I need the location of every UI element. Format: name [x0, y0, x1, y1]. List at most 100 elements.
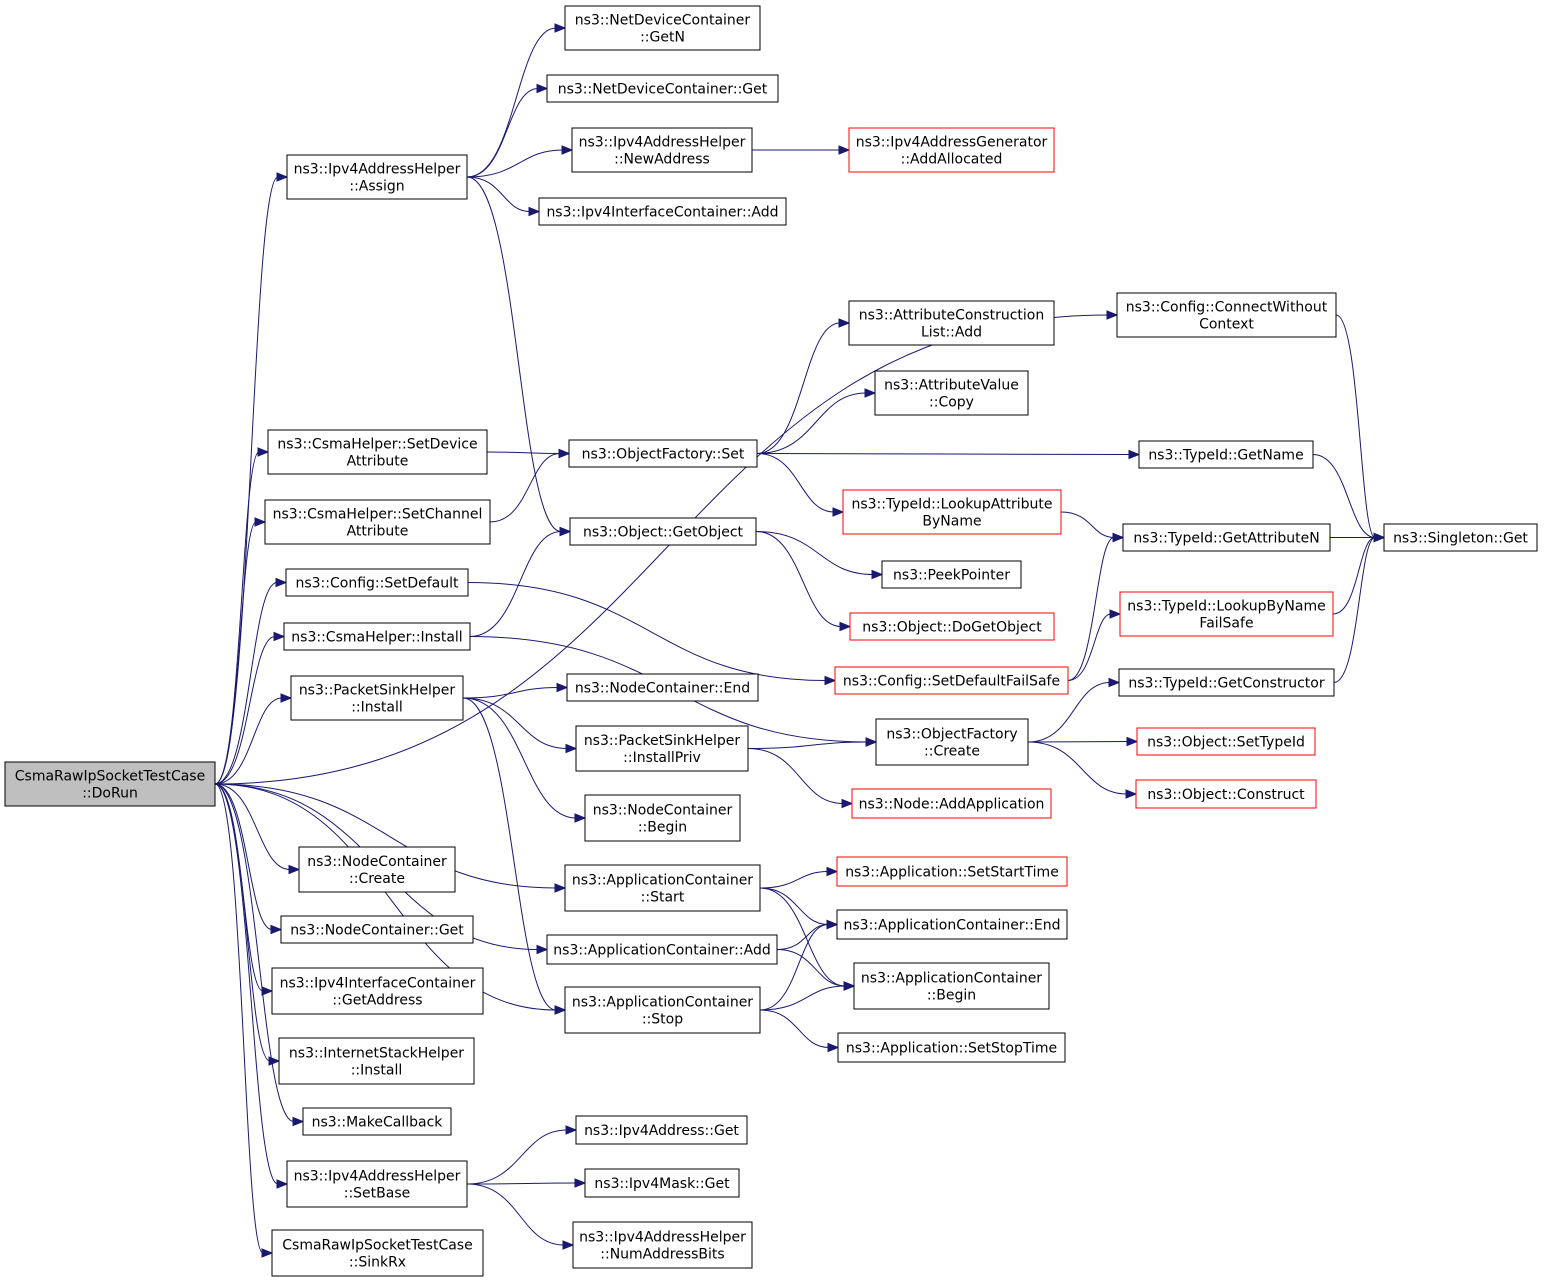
- node-typeid_getctor[interactable]: ns3::TypeId::GetConstructor: [1118, 668, 1335, 697]
- node-box: [584, 794, 741, 842]
- node-box: [298, 846, 456, 893]
- node-label: ns3::NetDeviceContainer::Get: [558, 82, 768, 98]
- node-node_addapp[interactable]: ns3::Node::AddApplication: [851, 788, 1052, 819]
- node-nc_get[interactable]: ns3::NodeContainer::Get: [280, 915, 474, 944]
- node-object_getobject[interactable]: ns3::Object::GetObject: [569, 517, 757, 546]
- node-label: ::Install: [351, 700, 403, 716]
- node-ipv4ic_add[interactable]: ns3::Ipv4InterfaceContainer::Add: [538, 197, 787, 226]
- edge-appc_start-to-appc_end: [759, 887, 839, 930]
- node-ndc_get[interactable]: ns3::NetDeviceContainer::Get: [546, 74, 779, 103]
- node-nc_end[interactable]: ns3::NodeContainer::End: [566, 673, 759, 702]
- node-ipv4ag_addalloc[interactable]: ns3::Ipv4AddressGenerator::AddAllocated: [848, 127, 1055, 173]
- edge-root-to-csma_install: [214, 631, 286, 785]
- node-appc_begin[interactable]: ns3::ApplicationContainer::Begin: [853, 962, 1050, 1010]
- node-nc_create[interactable]: ns3::NodeContainer::Create: [298, 846, 456, 893]
- node-root[interactable]: CsmaRawIpSocketTestCase::DoRun: [4, 761, 216, 807]
- node-objfac_set[interactable]: ns3::ObjectFactory::Set: [568, 439, 758, 468]
- node-box: [1135, 779, 1317, 809]
- edge-appc_add-to-appc_begin: [776, 949, 856, 991]
- node-box: [836, 909, 1068, 940]
- node-label: ::Start: [641, 890, 685, 906]
- node-objfac_create[interactable]: ns3::ObjectFactory::Create: [875, 718, 1029, 766]
- edge-cfg_setdefaultfs-to-typeid_lookupbyname: [1067, 609, 1122, 681]
- node-label: ns3::ApplicationContainer::Add: [553, 943, 770, 959]
- node-label: ns3::Config::ConnectWithout: [1126, 300, 1328, 316]
- node-sinkrx[interactable]: CsmaRawIpSocketTestCase::SinkRx: [271, 1229, 484, 1277]
- node-peekpointer[interactable]: ns3::PeekPointer: [881, 560, 1022, 589]
- edge-objfac_create-to-object_settypeid: [1027, 736, 1139, 747]
- node-ipv4addr_get[interactable]: ns3::Ipv4Address::Get: [575, 1115, 748, 1145]
- node-ndc_getn[interactable]: ns3::NetDeviceContainer::GetN: [564, 5, 761, 51]
- node-box: [271, 967, 484, 1015]
- node-label: ns3::CsmaHelper::Install: [291, 630, 462, 646]
- node-label: ns3::MakeCallback: [312, 1115, 444, 1131]
- node-appc_end[interactable]: ns3::ApplicationContainer::End: [836, 909, 1068, 940]
- node-cfg_setdefault[interactable]: ns3::Config::SetDefault: [285, 568, 469, 597]
- edge-psh_install-to-nc_begin: [462, 697, 587, 823]
- node-label: ::Create: [349, 871, 405, 887]
- edge-appc_stop-to-appc_begin: [759, 981, 856, 1011]
- node-box: [564, 5, 761, 51]
- node-appc_start[interactable]: ns3::ApplicationContainer::Start: [564, 864, 761, 912]
- edge-objfac_create-to-object_construct: [1027, 741, 1138, 799]
- node-box: [283, 622, 471, 651]
- node-makecallback[interactable]: ns3::MakeCallback: [302, 1107, 452, 1136]
- node-box: [568, 439, 758, 468]
- node-csma_install[interactable]: ns3::CsmaHelper::Install: [283, 622, 471, 651]
- node-object_construct[interactable]: ns3::Object::Construct: [1135, 779, 1317, 809]
- edge-appc_start-to-app_setstart: [759, 866, 839, 889]
- node-label: ns3::Application::SetStartTime: [845, 865, 1059, 881]
- edge-objfac_set-to-typeid_getname: [756, 449, 1141, 460]
- node-label: ns3::Singleton::Get: [1393, 531, 1528, 547]
- node-box: [1136, 727, 1316, 756]
- node-layer: CsmaRawIpSocketTestCase::DoRunns3::Ipv4A…: [4, 5, 1538, 1277]
- node-object_settypeid[interactable]: ns3::Object::SetTypeId: [1136, 727, 1316, 756]
- node-label: ns3::NetDeviceContainer: [575, 13, 751, 29]
- node-ipv4ah_assign[interactable]: ns3::Ipv4AddressHelper::Assign: [286, 154, 468, 200]
- edge-root-to-cfg_setdefault: [214, 577, 288, 785]
- node-ipv4ah_setbase[interactable]: ns3::Ipv4AddressHelper::SetBase: [286, 1160, 468, 1208]
- edge-root-to-nc_create: [214, 783, 301, 875]
- edge-cfg_setdefault-to-cfg_setdefaultfs: [467, 582, 837, 686]
- node-box: [837, 1032, 1066, 1063]
- node-cfg_setdefaultfs[interactable]: ns3::Config::SetDefaultFailSafe: [834, 666, 1069, 695]
- node-typeid_getattrn[interactable]: ns3::TypeId::GetAttributeN: [1122, 523, 1331, 552]
- node-app_setstop[interactable]: ns3::Application::SetStopTime: [837, 1032, 1066, 1063]
- node-box: [564, 864, 761, 912]
- node-ipv4ah_numbits[interactable]: ns3::Ipv4AddressHelper::NumAddressBits: [572, 1221, 753, 1269]
- node-object_dogetobject[interactable]: ns3::Object::DoGetObject: [849, 612, 1055, 641]
- node-psh_installpriv[interactable]: ns3::PacketSinkHelper::InstallPriv: [575, 725, 749, 772]
- node-attrval_copy[interactable]: ns3::AttributeValue::Copy: [874, 370, 1029, 416]
- node-label: ns3::Application::SetStopTime: [846, 1041, 1057, 1057]
- node-label: ns3::TypeId::GetAttributeN: [1133, 531, 1319, 547]
- node-box: [538, 197, 787, 226]
- node-label: ns3::Ipv4AddressHelper: [294, 162, 461, 178]
- node-label: ns3::NodeContainer: [593, 803, 733, 819]
- node-ish_install[interactable]: ns3::InternetStackHelper::Install: [278, 1037, 475, 1085]
- node-label: ns3::CsmaHelper::SetChannel: [273, 507, 483, 523]
- node-box: [881, 560, 1022, 589]
- node-ipv4mask_get[interactable]: ns3::Ipv4Mask::Get: [584, 1168, 740, 1198]
- node-label: ::InstallPriv: [623, 750, 701, 766]
- node-box: [575, 725, 749, 772]
- node-appc_stop[interactable]: ns3::ApplicationContainer::Stop: [564, 986, 761, 1034]
- node-label: ::NewAddress: [614, 152, 710, 168]
- node-label: ns3::Object::GetObject: [583, 525, 744, 541]
- node-psh_install[interactable]: ns3::PacketSinkHelper::Install: [290, 675, 464, 721]
- node-ipv4ic_getaddr[interactable]: ns3::Ipv4InterfaceContainer::GetAddress: [271, 967, 484, 1015]
- node-box: [572, 1221, 753, 1269]
- node-box: [286, 154, 468, 200]
- node-nc_begin[interactable]: ns3::NodeContainer::Begin: [584, 794, 741, 842]
- node-app_setstart[interactable]: ns3::Application::SetStartTime: [836, 856, 1068, 887]
- node-appc_add[interactable]: ns3::ApplicationContainer::Add: [546, 934, 778, 965]
- node-box: [848, 127, 1055, 173]
- node-ipv4ah_newaddr[interactable]: ns3::Ipv4AddressHelper::NewAddress: [571, 127, 753, 173]
- node-typeid_getname[interactable]: ns3::TypeId::GetName: [1138, 440, 1314, 469]
- node-singleton_get[interactable]: ns3::Singleton::Get: [1383, 523, 1538, 552]
